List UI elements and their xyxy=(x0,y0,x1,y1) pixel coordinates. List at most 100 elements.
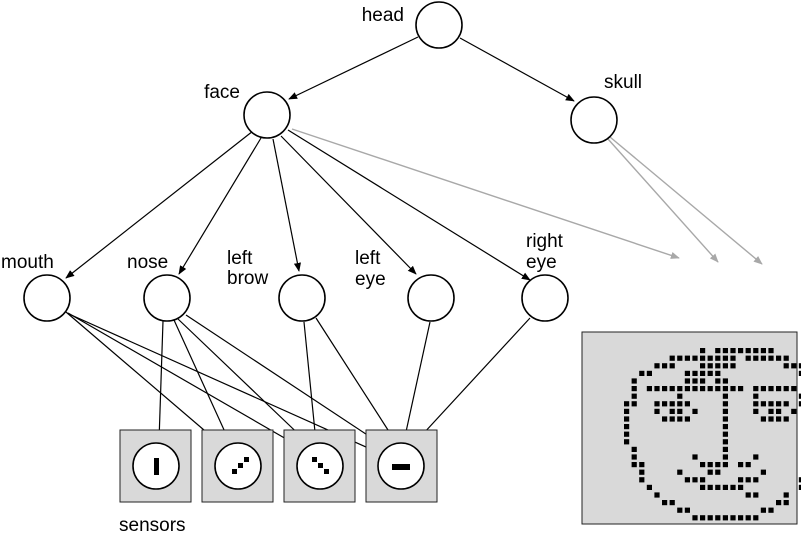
edge-face-left-brow xyxy=(272,138,301,272)
face-pixel xyxy=(684,378,690,384)
face-pixel xyxy=(768,355,774,361)
face-pixel xyxy=(669,408,675,414)
face-pixel xyxy=(776,355,782,361)
face-pixel xyxy=(715,378,721,384)
node-mouth: mouth xyxy=(1,252,71,322)
face-pixel xyxy=(646,386,652,392)
face-pixel xyxy=(692,386,698,392)
node-left-eye-label-line-1: left xyxy=(355,248,381,269)
face-pixel xyxy=(722,401,728,407)
edge-face-right-eye xyxy=(287,129,531,281)
face-pixel xyxy=(662,386,668,392)
node-left-eye-label-line-2: eye xyxy=(355,269,386,290)
face-pixel xyxy=(692,408,698,414)
face-pixel xyxy=(768,408,774,414)
face-pixel xyxy=(760,416,766,422)
face-pixel xyxy=(639,462,645,468)
face-pixel xyxy=(760,469,766,475)
face-pixel xyxy=(700,378,706,384)
edge-skull-offscreen-2 xyxy=(609,136,763,265)
edge-face-left-eye xyxy=(280,135,417,275)
face-pixel xyxy=(684,386,690,392)
face-pixel xyxy=(783,386,789,392)
face-pixel xyxy=(753,348,759,354)
face-pixel xyxy=(760,348,766,354)
node-left-eye: left eye xyxy=(355,248,455,322)
face-pixel xyxy=(677,469,683,475)
face-pixel xyxy=(753,408,759,414)
face-pixel xyxy=(715,462,721,468)
face-pixel xyxy=(669,416,675,422)
face-pixel xyxy=(677,416,683,422)
face-pixel xyxy=(631,378,637,384)
face-pixel xyxy=(692,454,698,460)
face-pixel xyxy=(722,439,728,445)
face-pixel xyxy=(692,477,698,483)
face-pixel xyxy=(715,515,721,521)
face-pixel xyxy=(768,386,774,392)
node-mouth-label: mouth xyxy=(1,252,54,273)
face-pixel xyxy=(783,355,789,361)
face-pixel xyxy=(722,386,728,392)
diagonal-up-right-icon xyxy=(232,457,249,474)
face-pixel xyxy=(753,477,759,483)
face-pixel xyxy=(745,477,751,483)
face-pixel xyxy=(791,363,797,369)
face-pixel xyxy=(631,401,637,407)
node-right-eye-label-line-2: eye xyxy=(526,252,557,273)
face-pixel xyxy=(760,401,766,407)
face-pixel xyxy=(662,401,668,407)
face-pixel xyxy=(722,484,728,490)
face-pixel xyxy=(753,393,759,399)
face-pixel xyxy=(798,393,801,399)
face-pixel xyxy=(753,515,759,521)
face-pixel xyxy=(624,401,630,407)
face-pixel xyxy=(631,446,637,452)
face-pixel xyxy=(631,462,637,468)
face-pixel xyxy=(631,386,637,392)
edge-face-nose xyxy=(178,137,262,275)
face-pixel xyxy=(677,386,683,392)
sensor-2 xyxy=(201,429,274,503)
face-pixel xyxy=(753,492,759,498)
face-pixel xyxy=(684,507,690,513)
face-pixel xyxy=(722,431,728,437)
node-left-brow: left brow xyxy=(227,248,326,322)
face-pixel xyxy=(730,363,736,369)
face-pixel xyxy=(722,462,728,468)
face-pixel xyxy=(692,515,698,521)
face-pixel xyxy=(707,484,713,490)
face-pixel xyxy=(730,484,736,490)
face-pixel xyxy=(722,355,728,361)
face-pixel xyxy=(722,454,728,460)
face-pixel xyxy=(700,348,706,354)
face-pixel xyxy=(707,363,713,369)
face-pixel xyxy=(738,386,744,392)
edge-mouth-sensor-3 xyxy=(67,312,308,452)
sensor-3 xyxy=(283,429,356,503)
face-pixel xyxy=(768,416,774,422)
face-pixel xyxy=(722,378,728,384)
face-pixel xyxy=(707,370,713,376)
edge-face-offscreen xyxy=(291,128,680,259)
face-pixel xyxy=(745,492,751,498)
edge-left-eye-sensor-4 xyxy=(402,321,431,442)
face-pixel xyxy=(760,355,766,361)
face-pixel xyxy=(738,462,744,468)
node-head: head xyxy=(362,1,463,49)
face-pixel xyxy=(768,348,774,354)
sensors-label: sensors xyxy=(119,515,186,536)
node-right-eye: right eye xyxy=(521,231,569,322)
face-pixel xyxy=(669,363,675,369)
face-pixel xyxy=(722,446,728,452)
face-pixel xyxy=(722,416,728,422)
face-pixel xyxy=(745,355,751,361)
face-pixel xyxy=(745,462,751,468)
face-pixel xyxy=(715,355,721,361)
face-pixel xyxy=(783,416,789,422)
face-pixel xyxy=(715,484,721,490)
face-pixel xyxy=(722,408,728,414)
face-pixel xyxy=(692,378,698,384)
face-pixel xyxy=(700,370,706,376)
